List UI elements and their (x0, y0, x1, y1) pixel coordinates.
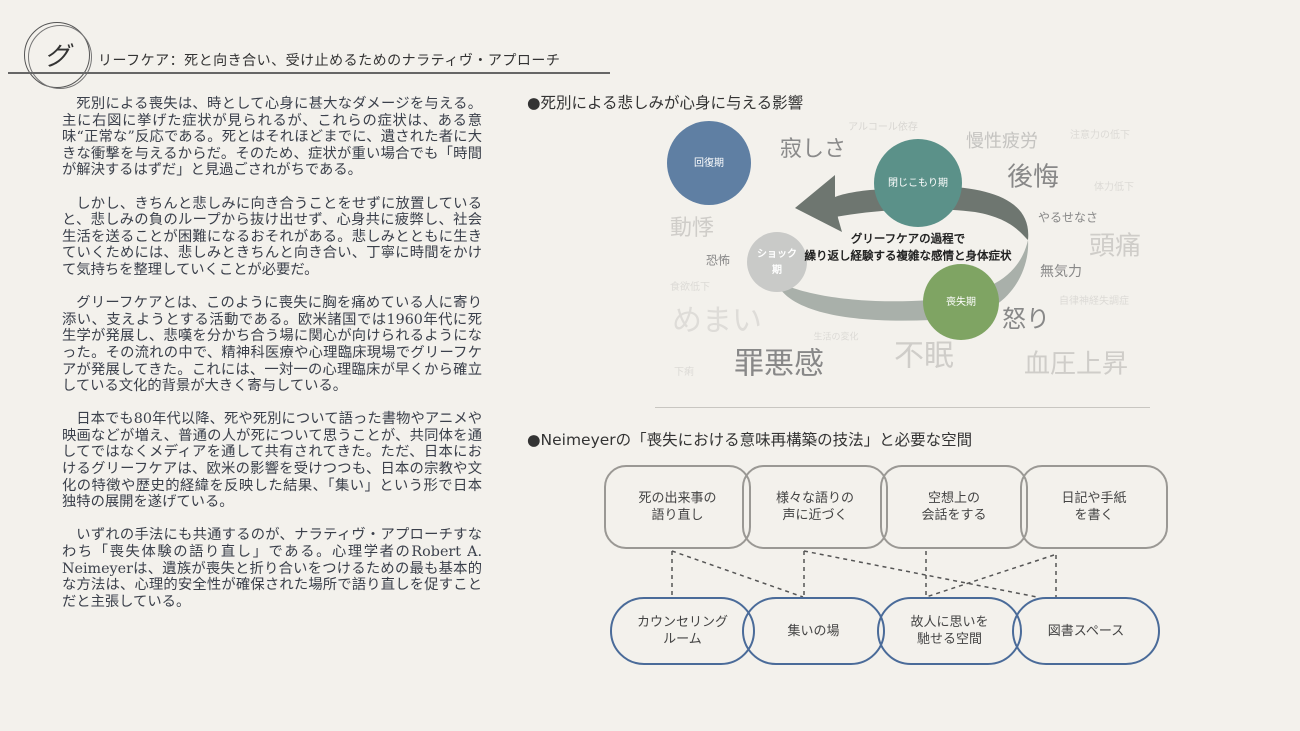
technique-label-line: を書く (1074, 508, 1114, 523)
space-label-line: 図書スペース (1047, 623, 1125, 639)
space-label: 故人に思いを馳せる空間 (910, 614, 988, 648)
space-box: カウンセリングルーム (610, 597, 755, 665)
word-blood-pressure: 血圧上昇 (1024, 350, 1128, 380)
word-dizziness: めまい (672, 304, 762, 339)
space-label-line: カウンセリング (636, 615, 728, 630)
phase-withdrawal-circle (874, 139, 962, 227)
cycle-caption-line1: グリーフケアの過程で (851, 232, 965, 246)
space-label: 集いの場 (787, 623, 839, 640)
technique-box: 空想上の会話をする (880, 465, 1028, 549)
technique-label-line: 様々な語りの (775, 491, 854, 506)
section2-heading: ●Neimeyerの「喪失における意味再構築の技法」と必要な空間 (527, 431, 973, 449)
space-label-line: ルーム (663, 632, 702, 647)
section1-heading: ●死別による悲しみが心身に与える影響 (527, 94, 804, 112)
word-apathy: 無気力 (1040, 264, 1082, 280)
space-label: カウンセリングルーム (637, 614, 728, 648)
space-label-line: 集いの場 (787, 623, 840, 639)
technique-label-line: 語り直し (651, 508, 704, 523)
connector-line (803, 550, 1038, 598)
technique-label: 日記や手紙を書く (1061, 490, 1126, 524)
connector-lines (671, 550, 1057, 598)
technique-label-line: 死の出来事の (638, 491, 717, 506)
paragraph: グリーフケアとは、このように喪失に胸を痛めている人に寄り添い、支えようとする活動… (62, 295, 482, 395)
word-anger: 怒り (1002, 305, 1050, 333)
word-fatigue: 慢性疲労 (966, 131, 1038, 152)
word-stamina: 体力低下 (1094, 180, 1134, 193)
paragraph: しかし、きちんと悲しみに向き合うことをせずに放置していると、悲しみの負のループか… (62, 195, 482, 278)
phase-loss: 喪失期 (923, 264, 999, 340)
space-box: 図書スペース (1012, 597, 1160, 665)
phase-withdrawal: 閉じこもり期 (874, 139, 962, 227)
word-diarrhea: 下痢 (674, 365, 694, 378)
paragraph: 死別による喪失は、時として心身に甚大なダメージを与える。主に右図に挙げた症状が見… (62, 96, 482, 179)
phase-recovery: 回復期 (667, 121, 751, 205)
title-rule (8, 72, 610, 74)
word-cloud: アルコール依存 寂しさ 慢性疲労 注意力の低下 後悔 体力低下 やるせなさ 動悸… (670, 120, 1141, 382)
technique-label: 死の出来事の語り直し (638, 490, 716, 524)
connector-line (671, 550, 804, 598)
phase-withdrawal-label: 閉じこもり期 (888, 177, 948, 189)
word-autonomic: 自律神経失調症 (1059, 294, 1129, 307)
word-life-change: 生活の変化 (813, 331, 858, 343)
phase-loss-circle (923, 264, 999, 340)
phase-shock: ショック 期 (747, 232, 807, 292)
title-circle-outline (28, 25, 92, 89)
space-box: 故人に思いを馳せる空間 (877, 597, 1022, 665)
body-text: 死別による喪失は、時として心身に甚大なダメージを与える。主に右図に挙げた症状が見… (62, 96, 482, 627)
phase-shock-circle (747, 232, 807, 292)
word-headache: 頭痛 (1089, 232, 1141, 262)
phase-recovery-label: 回復期 (694, 156, 724, 169)
word-guilt: 罪悪感 (734, 347, 824, 382)
phase-loss-label: 喪失期 (946, 295, 976, 308)
space-label: 図書スペース (1048, 623, 1124, 640)
technique-label-line: 空想上の (927, 491, 980, 506)
space-label-line: 故人に思いを (910, 615, 989, 630)
word-insomnia: 不眠 (894, 339, 954, 374)
word-appetite: 食欲低下 (670, 280, 710, 293)
page-title: リーフケア：死と向き合い、受け止めるためのナラティヴ・アプローチ (98, 53, 561, 69)
cycle-caption-line2: 繰り返し経験する複雑な感情と身体症状 (805, 249, 1012, 263)
word-palpitation: 動悸 (670, 216, 714, 241)
technique-box: 様々な語りの声に近づく (742, 465, 888, 549)
title-initial: グ (44, 42, 71, 72)
word-helpless: やるせなさ (1038, 211, 1098, 225)
word-loneliness: 寂しさ (780, 137, 846, 162)
section-divider (655, 407, 1150, 408)
phase-shock-label: 期 (772, 263, 782, 276)
word-alcohol: アルコール依存 (848, 120, 918, 133)
word-attention: 注意力の低下 (1070, 128, 1130, 141)
technique-box: 死の出来事の語り直し (604, 465, 751, 549)
space-box: 集いの場 (742, 597, 885, 665)
paragraph: いずれの手法にも共通するのが、ナラティヴ・アプローチすなわち「喪失体験の語り直し… (62, 527, 482, 610)
phase-shock-label: ショック (757, 248, 797, 260)
technique-label: 様々な語りの声に近づく (776, 490, 854, 524)
phase-recovery-circle (667, 121, 751, 205)
word-fear: 恐怖 (706, 253, 730, 268)
technique-label: 空想上の会話をする (921, 490, 986, 524)
connector-line (925, 554, 1055, 598)
technique-box: 日記や手紙を書く (1020, 465, 1168, 549)
word-regret: 後悔 (1007, 163, 1059, 193)
arrow-head (795, 175, 842, 232)
technique-label-line: 声に近づく (782, 508, 848, 523)
space-label-line: 馳せる空間 (916, 632, 982, 647)
paragraph: 日本でも80年代以降、死や死別について語った書物やアニメや映画などが増え、普通の… (62, 411, 482, 511)
technique-label-line: 日記や手紙 (1061, 491, 1127, 506)
technique-label-line: 会話をする (921, 508, 987, 523)
